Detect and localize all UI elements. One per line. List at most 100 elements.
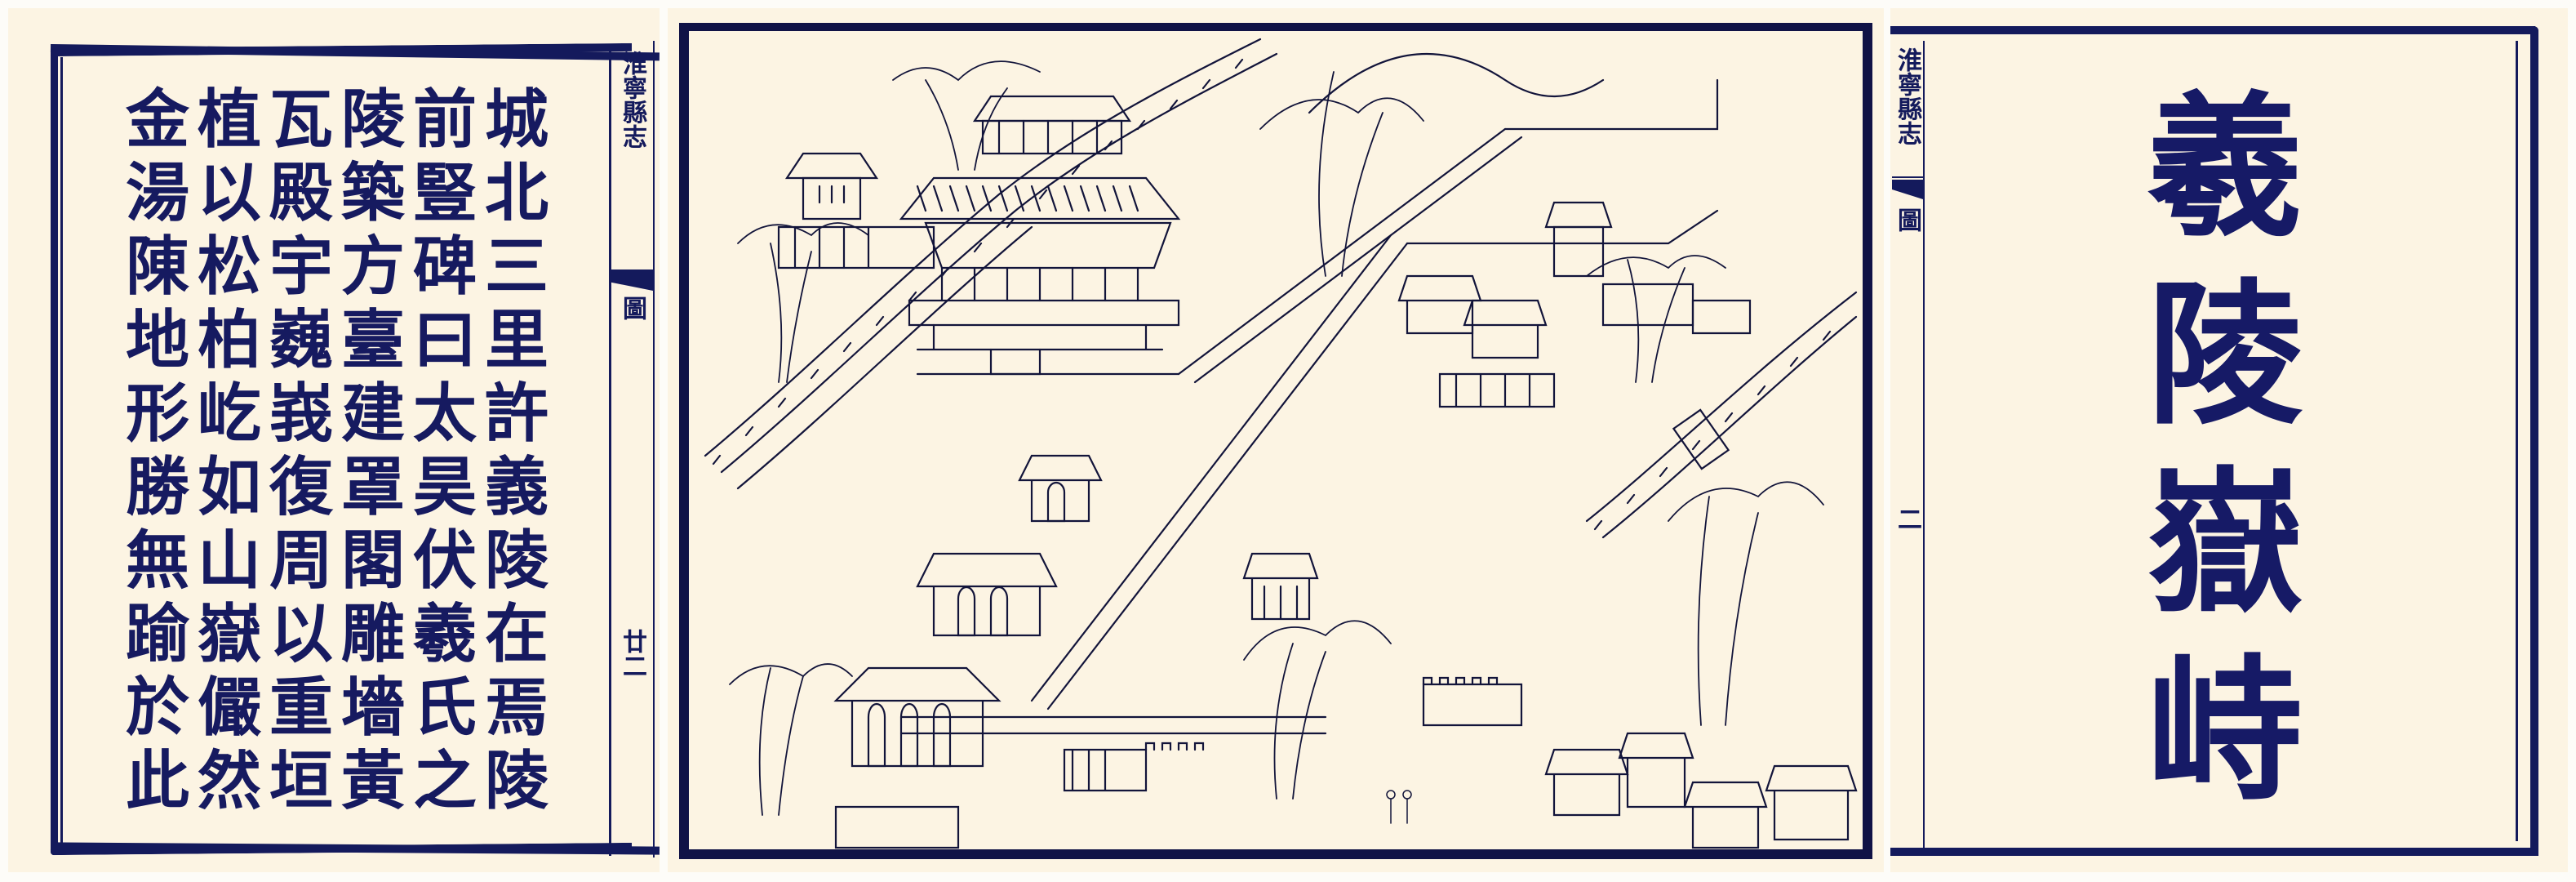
char: 築 (340, 156, 405, 230)
char: 然 (197, 744, 261, 818)
char: 儼 (197, 670, 261, 745)
back-hall-icon (972, 95, 1132, 155)
village-houses-icon (1544, 732, 1858, 849)
crenellated-wall-icon (1063, 676, 1523, 792)
tree-icon (729, 60, 1824, 816)
char: 植 (197, 82, 261, 157)
margin-section: 圖 (1893, 207, 1921, 232)
char: 山 (197, 523, 261, 598)
margin-book-title: 淮寧縣志 (1893, 47, 1921, 145)
figures-icon (1386, 790, 1412, 824)
char: 垣 (269, 744, 333, 818)
compound-wall-icon (899, 78, 1719, 735)
illustration-border (679, 23, 1872, 859)
char: 湯 (125, 156, 189, 230)
char: 形 (125, 376, 189, 451)
text-column-3: 陵 築 方 臺 建 罩 閣 雕 墻 黃 (334, 83, 412, 818)
char: 氏 (412, 670, 477, 745)
page-border-bottom (1890, 848, 2535, 856)
char: 城 (484, 82, 549, 157)
char: 陵 (484, 523, 549, 598)
title-char: 陵 (2147, 264, 2303, 446)
char: 宇 (269, 229, 333, 304)
char: 無 (125, 523, 189, 598)
hill-icon (1308, 52, 1605, 114)
char: 在 (484, 597, 549, 671)
char: 豎 (412, 156, 477, 230)
margin-page-number: 二 (1893, 506, 1921, 531)
page-border-inner (2516, 41, 2518, 841)
char: 嶽 (197, 597, 261, 671)
illustration-page (668, 8, 1884, 872)
page-title: 羲 陵 嶽 峙 (2135, 74, 2315, 825)
char: 屹 (197, 376, 261, 451)
margin-rule-outer (653, 41, 655, 858)
title-char: 嶽 (2147, 452, 2303, 634)
pavilion-icon (777, 152, 935, 270)
char: 陵 (340, 82, 405, 157)
char: 建 (340, 376, 405, 451)
char: 地 (125, 303, 189, 377)
char: 伏 (412, 523, 477, 598)
side-buildings-icon (1397, 201, 1752, 408)
text-column-2: 前 豎 碑 曰 太 昊 伏 羲 氏 之 (406, 83, 484, 818)
char: 以 (197, 156, 261, 230)
char: 如 (197, 450, 261, 524)
char: 羲 (412, 597, 477, 671)
margin-rule (609, 47, 611, 856)
char: 太 (412, 376, 477, 451)
margin-page-number: 廿二 (618, 629, 646, 678)
char: 柏 (197, 303, 261, 377)
char: 復 (269, 450, 333, 524)
margin-book-title: 淮寧縣志 (618, 51, 646, 149)
char: 罩 (340, 450, 405, 524)
margin-rule-short (1892, 176, 1923, 178)
char: 碑 (412, 229, 477, 304)
char: 瓦 (269, 82, 333, 157)
char: 焉 (484, 670, 549, 745)
char: 陳 (125, 229, 189, 304)
left-text-page: 淮寧縣志 圖 廿二 城 北 三 里 許 義 陵 在 焉 陵 前 豎 碑 曰 太 … (8, 8, 660, 872)
char: 勝 (125, 450, 189, 524)
margin-rule (1923, 41, 1925, 849)
char: 重 (269, 670, 333, 745)
char: 里 (484, 303, 549, 377)
char: 以 (269, 597, 333, 671)
title-char: 峙 (2147, 639, 2303, 822)
char: 周 (269, 523, 333, 598)
title-char: 羲 (2147, 76, 2303, 258)
char: 此 (125, 744, 189, 818)
char: 陵 (484, 744, 549, 818)
main-hall-icon (899, 176, 1181, 376)
char: 之 (412, 744, 477, 818)
text-column-1: 城 北 三 里 許 義 陵 在 焉 陵 (477, 83, 556, 818)
char: 巍 (269, 303, 333, 377)
mausoleum-illustration (704, 38, 1858, 849)
char: 閣 (340, 523, 405, 598)
small-pavilion-icon (1242, 552, 1319, 621)
title-page: 淮寧縣志 圖 二 羲 陵 嶽 峙 (1890, 8, 2568, 872)
char: 昊 (412, 450, 477, 524)
city-wall-icon (704, 38, 1278, 490)
char: 方 (340, 229, 405, 304)
text-column-5: 植 以 松 柏 屹 如 山 嶽 儼 然 (190, 83, 269, 818)
char: 雕 (340, 597, 405, 671)
char: 墻 (340, 670, 405, 745)
char: 曰 (412, 303, 477, 377)
gate-tower-icon (833, 454, 1103, 849)
char: 殿 (269, 156, 333, 230)
char: 許 (484, 376, 549, 451)
char: 三 (484, 229, 549, 304)
char: 義 (484, 450, 549, 524)
text-column-4: 瓦 殿 宇 巍 峩 復 周 以 重 垣 (262, 83, 340, 818)
char: 於 (125, 670, 189, 745)
char: 踰 (125, 597, 189, 671)
margin-section: 圖 (618, 296, 646, 320)
char: 金 (125, 82, 189, 157)
char: 前 (412, 82, 477, 157)
char: 臺 (340, 303, 405, 377)
char: 峩 (269, 376, 333, 451)
char: 黃 (340, 744, 405, 818)
page-border-inner (60, 57, 632, 848)
city-wall-icon (1585, 291, 1858, 539)
